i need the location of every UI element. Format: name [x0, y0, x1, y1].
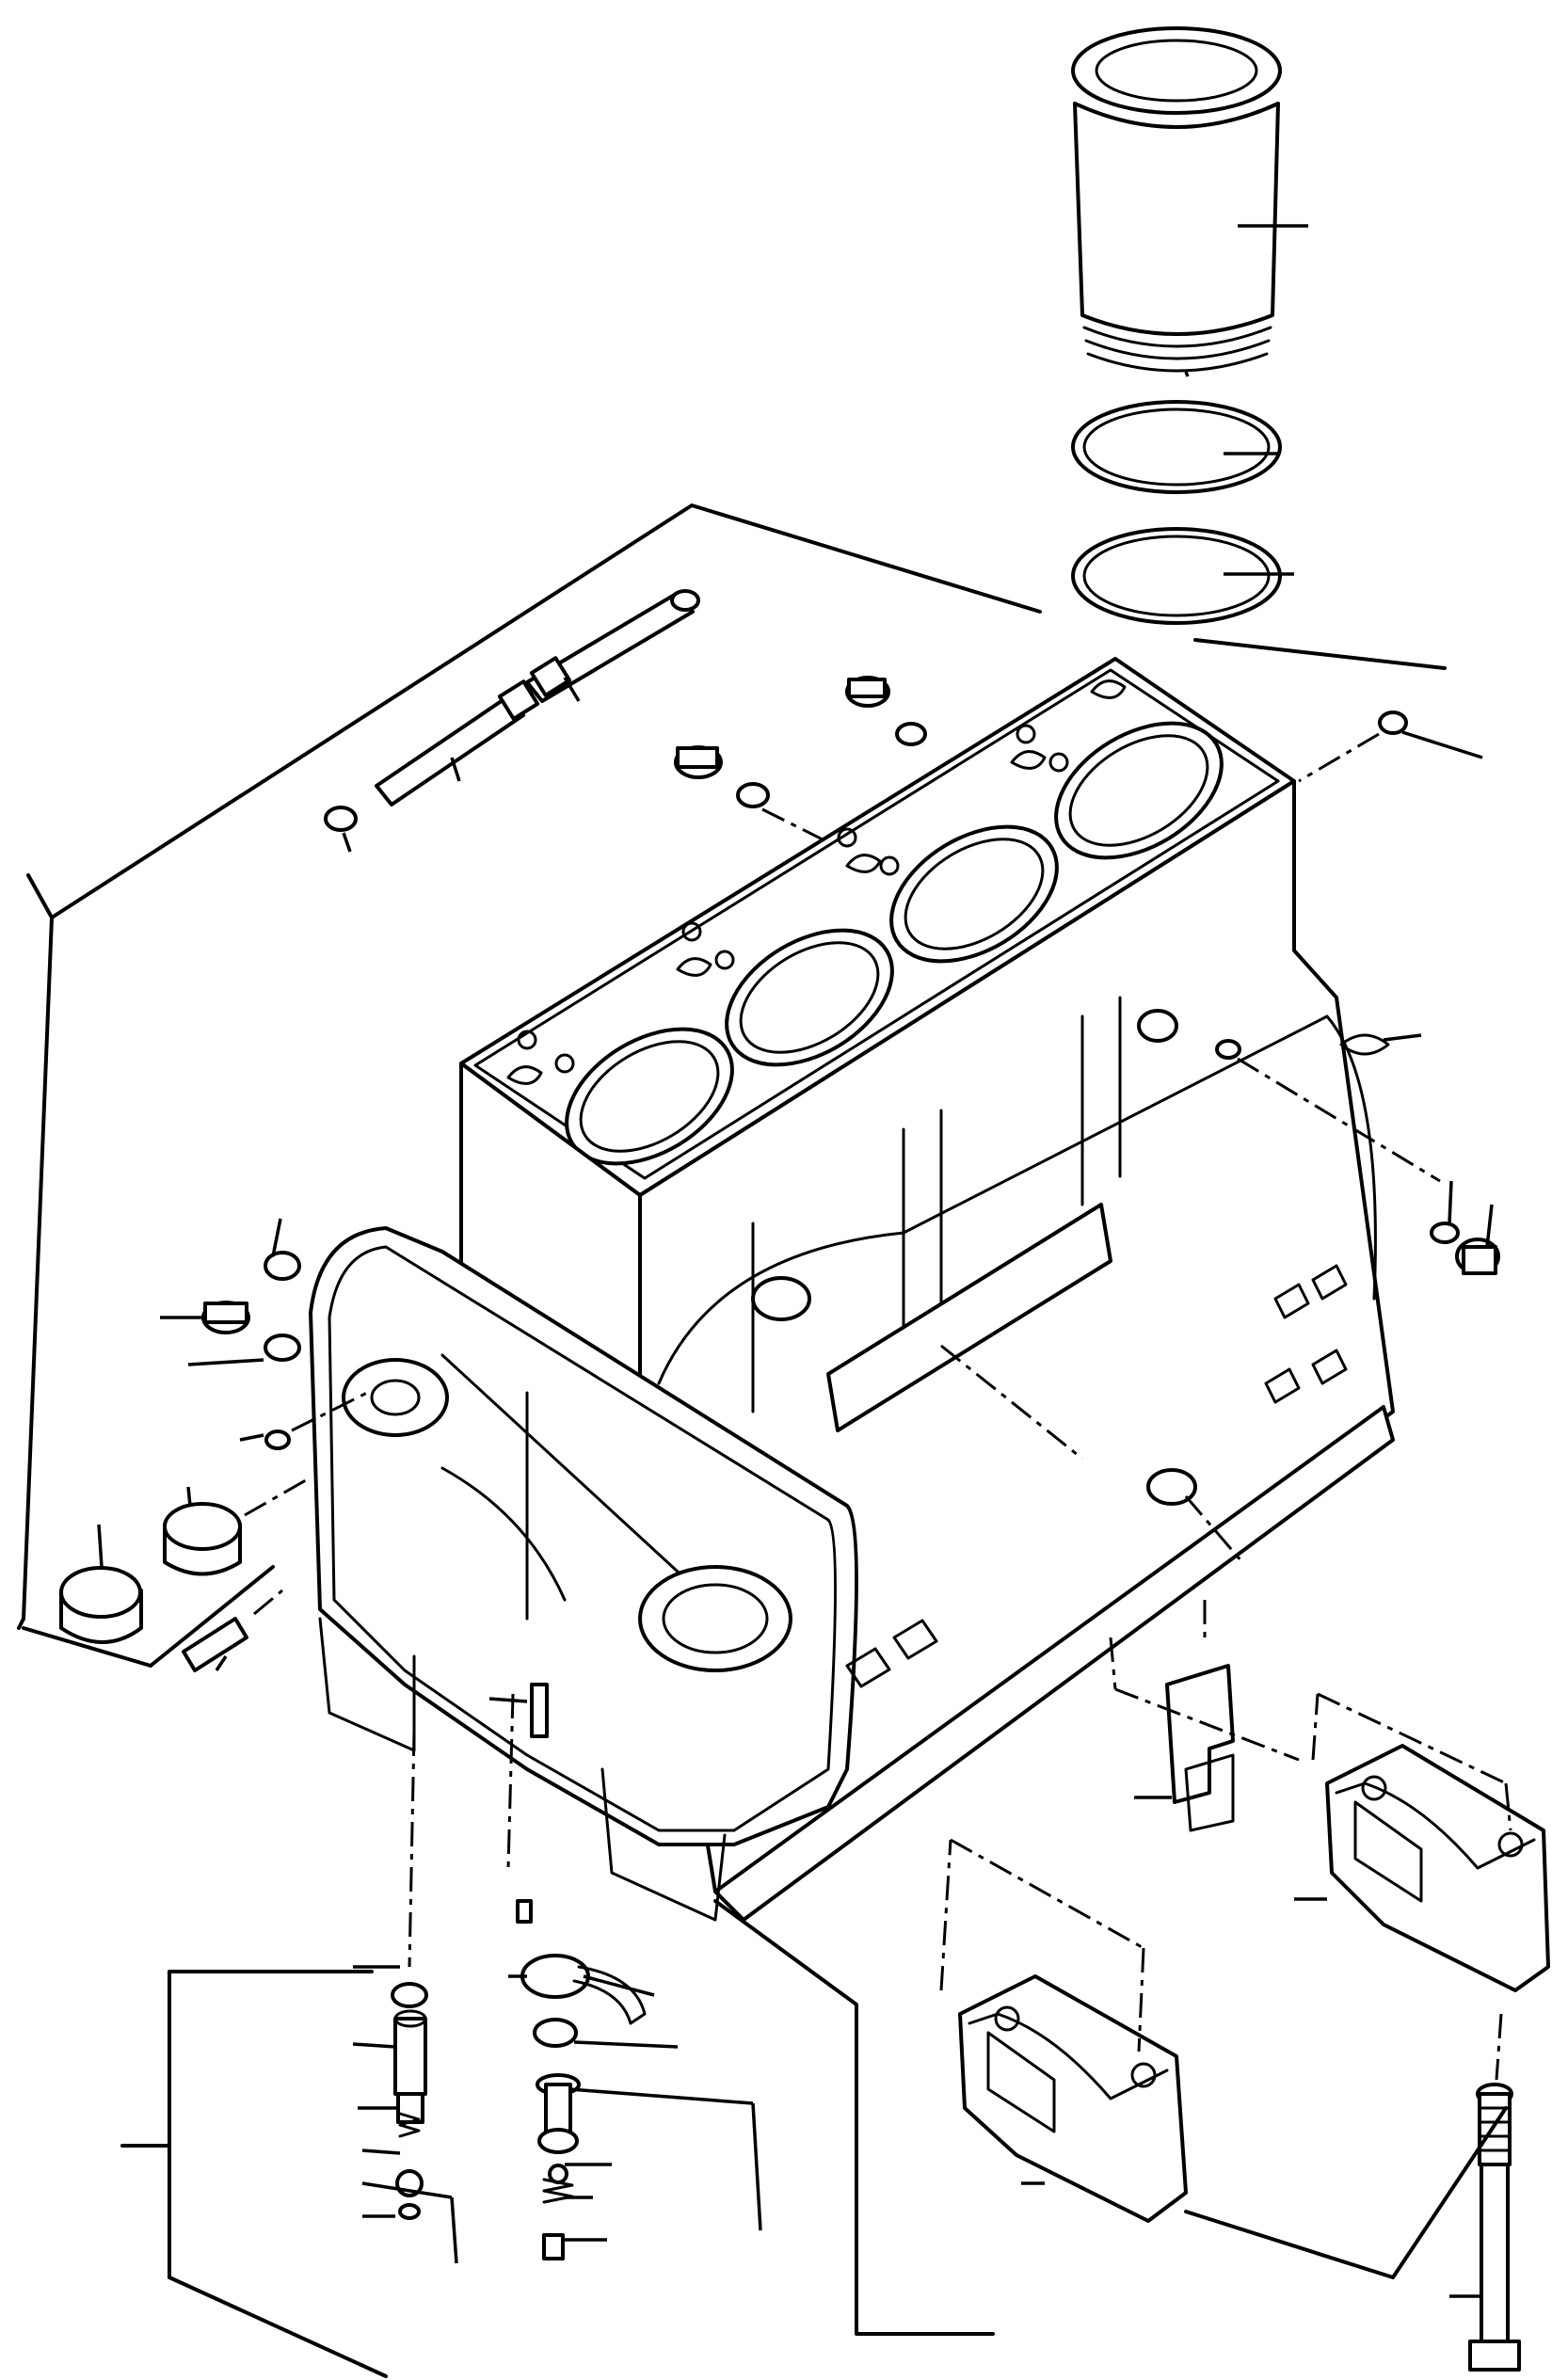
dowel-pin-left	[182, 1589, 283, 1672]
oil-gallery-pipe	[324, 589, 700, 853]
block-side-details	[845, 1264, 1348, 1688]
timing-gear-case	[309, 1226, 858, 1922]
thrust-plate	[1109, 1600, 1300, 1832]
plug-right-top	[1298, 711, 1483, 783]
bottom-group-line	[713, 1899, 1508, 2336]
main-bearing-cap-rear	[1294, 1692, 1550, 1992]
plug-left-upper	[264, 1218, 301, 1281]
cylinder-liner	[1071, 26, 1308, 377]
dowel-pin-center	[488, 1683, 549, 1738]
o-ring-upper	[1071, 400, 1282, 494]
left-group-line	[22, 1626, 152, 1668]
camshaft-bushings	[59, 1476, 312, 1644]
liner-group-line	[1193, 638, 1447, 670]
oil-jet-assembly	[506, 1693, 762, 2260]
left-group-line-2	[149, 1565, 275, 1668]
plug-left-bolt	[160, 1301, 301, 1366]
relief-valve-assembly	[120, 1731, 458, 2378]
group-outline-left	[17, 503, 1042, 1630]
main-bearing-bolt	[1449, 2013, 1521, 2372]
plug-top-b	[845, 676, 927, 746]
plug-top-a	[674, 745, 848, 854]
o-ring-lower	[1071, 527, 1294, 625]
plug-left-small	[239, 1391, 368, 1450]
plug-right-side	[1215, 1033, 1500, 1275]
main-bearing-cap-front	[939, 1838, 1188, 2223]
